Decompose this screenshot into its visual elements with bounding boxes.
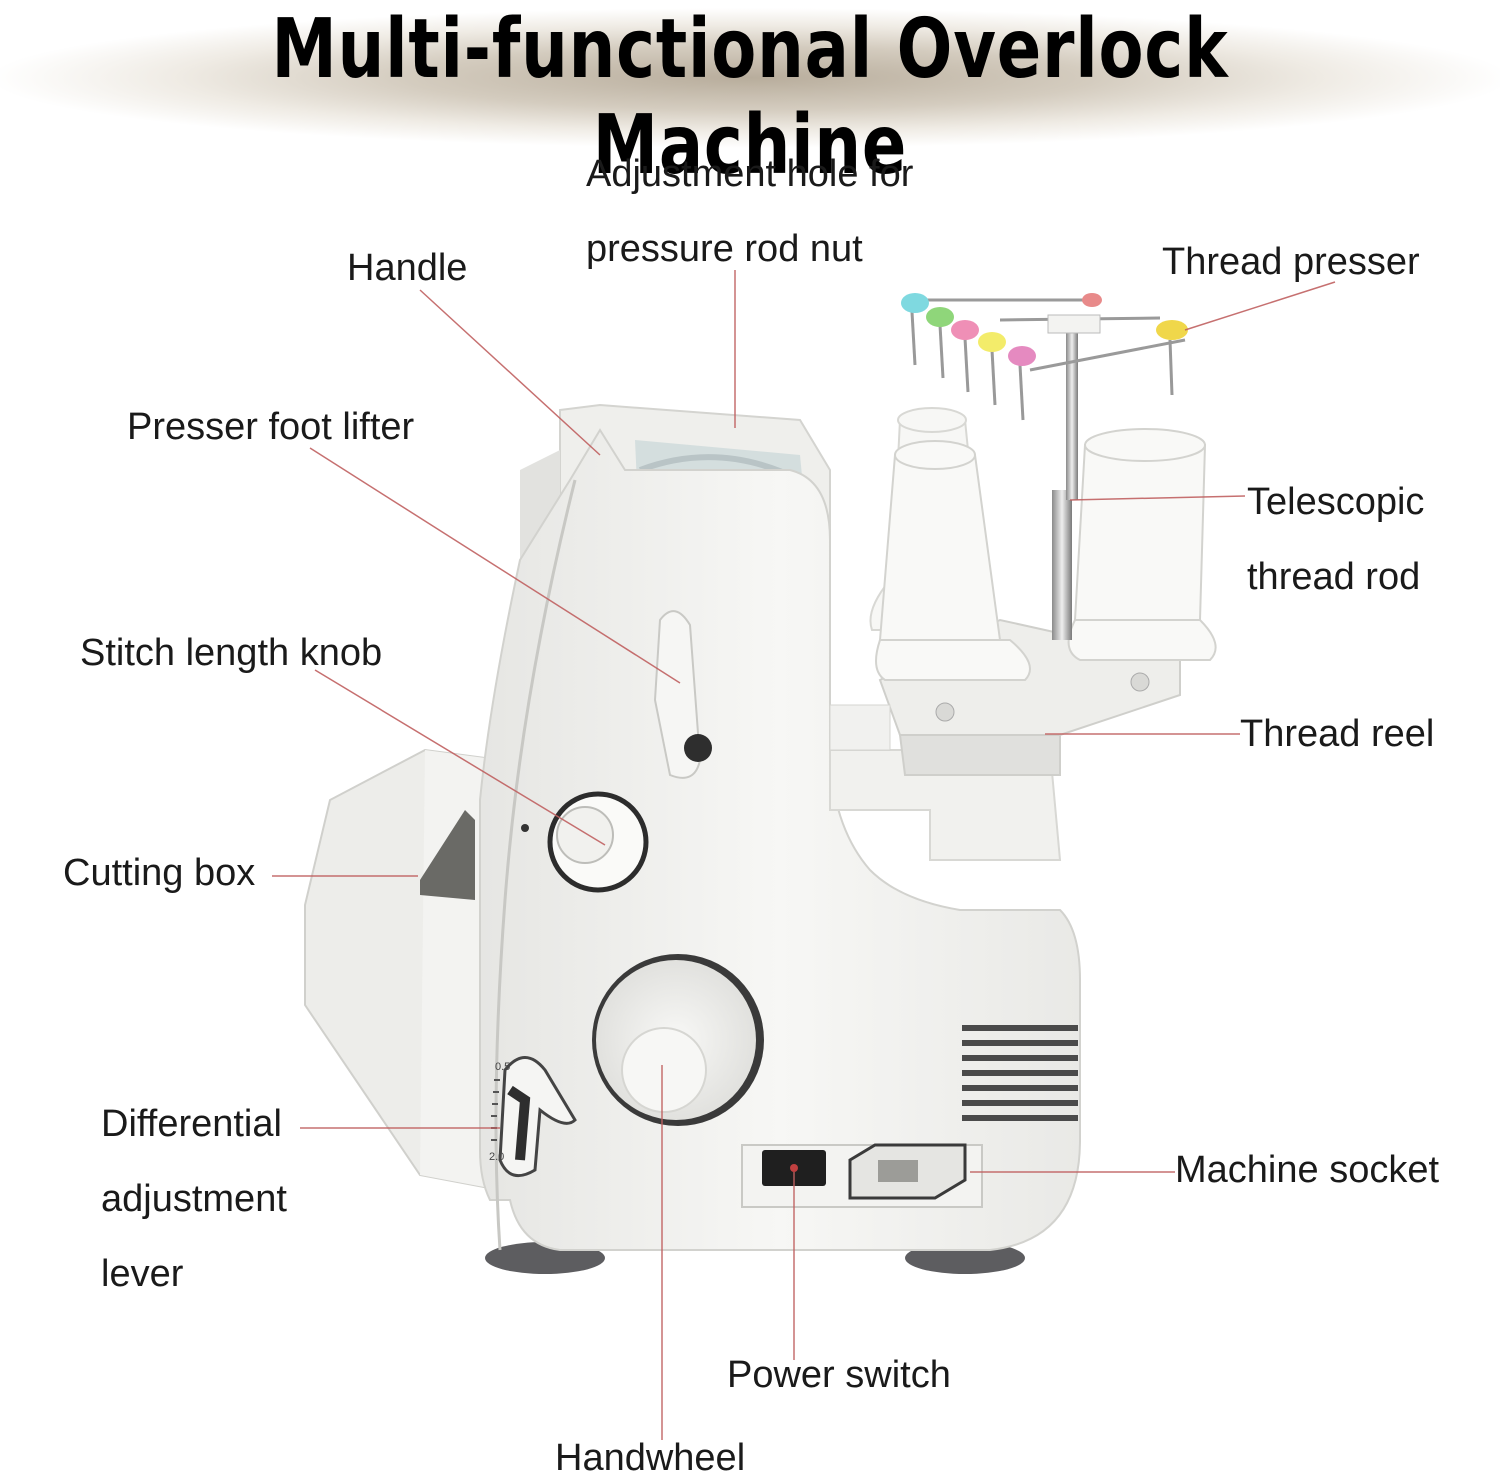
title-banner [0,0,1500,150]
thread-guide-bar [910,298,1186,372]
telescopic-rod-lower [1052,490,1072,640]
thread-guide-pink [951,320,979,340]
label-presser-foot-lifter: Presser foot lifter [127,406,415,448]
label-power-switch: Power switch [727,1354,951,1396]
side-panel-seam [494,479,577,1251]
label-adjustment-hole: Adjustment hole for pressure rod nut [586,152,913,271]
cutting-slot [420,810,475,900]
label-differential-line1: Differential [101,1103,282,1145]
label-differential-lever: Differential adjustment lever [101,1102,287,1296]
thread-guide-magenta [1008,346,1036,366]
label-thread-presser: Thread presser [1162,241,1420,283]
label-differential-line3: lever [101,1253,184,1295]
label-adjustment-hole-line1: Adjustment hole for [586,153,914,195]
label-stitch-length-knob: Stitch length knob [80,632,383,674]
page-title: Multi-functional Overlock Machine [271,2,1229,193]
label-telescopic-rod: Telescopic thread rod [1247,480,1424,599]
label-telescopic-rod-line1: Telescopic [1247,481,1425,523]
label-adjustment-hole-line2: pressure rod nut [586,228,863,270]
thread-guide-green [926,307,954,327]
label-handwheel: Handwheel [555,1437,746,1479]
telescopic-rod-upper [1066,330,1078,500]
thread-guide-yellow [978,332,1006,352]
dial-mark-bottom: 2.0 [489,1151,504,1163]
label-telescopic-rod-line2: thread rod [1247,556,1421,598]
thread-presser-pink [1082,293,1102,307]
thread-cone-right [1067,428,1217,661]
thread-guide-pins [910,311,1174,421]
label-differential-line2: adjustment [101,1178,287,1220]
thread-guide-cyan [901,293,929,313]
leader-lines [272,270,1336,1440]
dial-mark-top: 0.5 [495,1061,510,1073]
thread-presser-yellow [1156,320,1188,340]
air-vents [962,1025,1078,1121]
label-thread-reel: Thread reel [1240,713,1435,755]
thread-cone-left-front [875,440,1031,681]
label-machine-socket: Machine socket [1175,1149,1440,1191]
label-cutting-box: Cutting box [63,852,256,894]
label-handle: Handle [347,247,468,289]
